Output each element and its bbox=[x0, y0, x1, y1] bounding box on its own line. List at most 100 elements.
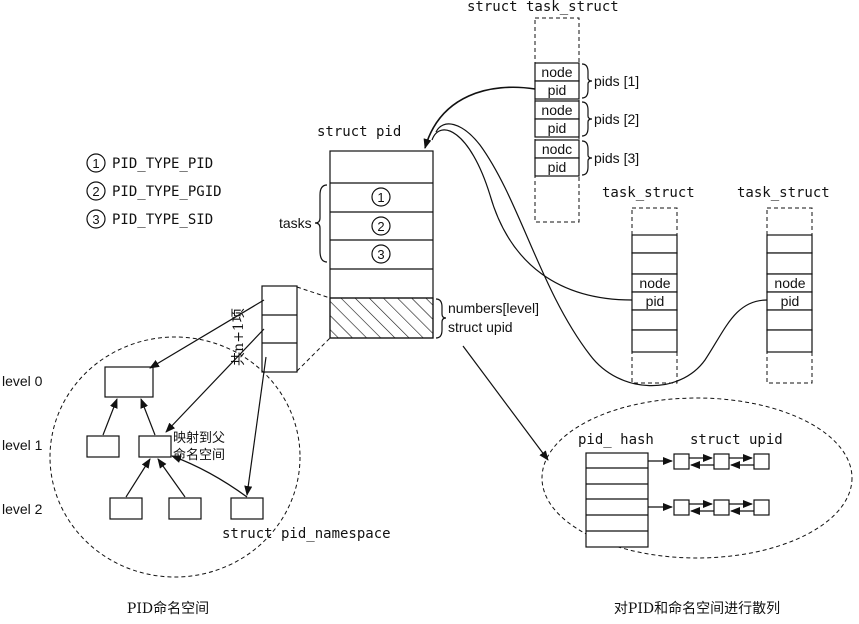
legend-3-num: 3 bbox=[92, 212, 99, 227]
pid-hash-label: pid_ hash bbox=[578, 432, 654, 448]
hash-upid-label: struct upid bbox=[690, 432, 783, 448]
hash-table bbox=[585, 452, 649, 548]
legend-1-text: PID_TYPE_PID bbox=[112, 156, 213, 172]
level-1-label: level 1 bbox=[2, 437, 43, 453]
legend: 1 2 3 PID_TYPE_PID PID_TYPE_PGID PID_TYP… bbox=[86, 153, 222, 229]
task-b-cell bbox=[766, 234, 813, 254]
task-pid-1-label: pid bbox=[548, 82, 567, 98]
task-struct-title: struct task_struct bbox=[467, 0, 619, 15]
namespace-ellipse bbox=[49, 336, 301, 578]
map-parent-label-2: 命名空间 bbox=[173, 447, 225, 463]
pids-3-label: pids [3] bbox=[594, 150, 639, 166]
ns-array-box bbox=[261, 285, 298, 373]
pids-2-label: pids [2] bbox=[594, 111, 639, 127]
legend-1-circle bbox=[86, 153, 106, 173]
numbers-level-label: numbers[level] bbox=[448, 300, 539, 316]
tasks-label: tasks bbox=[279, 215, 312, 231]
namespace-array: 共n+1项 bbox=[231, 285, 331, 373]
ns-array-zoom-bottom bbox=[296, 337, 331, 372]
task-a-cell bbox=[631, 252, 678, 275]
ns-level2-node-b bbox=[168, 497, 202, 520]
caption-right: 对PID和命名空间进行散列 bbox=[614, 600, 780, 617]
struct-pid: struct pid 1 2 3 tasks numbers[level] st… bbox=[279, 124, 539, 339]
level-2-label: level 2 bbox=[2, 501, 43, 517]
task-pid-3-label: pid bbox=[548, 159, 567, 175]
map-parent-label-1: 映射到父 bbox=[173, 430, 225, 446]
tree-arrow bbox=[171, 455, 248, 498]
task-pid-3 bbox=[534, 157, 580, 177]
task-struct-b-title: task_struct bbox=[737, 185, 830, 201]
legend-3-circle bbox=[86, 209, 106, 229]
legend-2-circle bbox=[86, 181, 106, 201]
pid-hash-area: pid_ hash struct upid bbox=[462, 345, 853, 559]
slot-2-circle bbox=[371, 216, 391, 236]
task-node-1-label: node bbox=[541, 64, 572, 80]
task-a-node-label: node bbox=[639, 275, 670, 291]
upid-hatched-area bbox=[329, 297, 434, 339]
task-node-2-label: node bbox=[541, 102, 572, 118]
hash-chain-node bbox=[673, 453, 690, 470]
legend-2-text: PID_TYPE_PGID bbox=[112, 184, 222, 200]
ns-array-to-level2-arrow bbox=[244, 356, 267, 496]
tree-arrow bbox=[125, 458, 151, 498]
ns-array-to-level0-arrow bbox=[149, 299, 265, 369]
upid-to-hash-arrow bbox=[462, 345, 549, 461]
ns-array-zoom-top bbox=[296, 286, 331, 299]
task-a-cell bbox=[631, 329, 678, 353]
ns-level2-node-c bbox=[230, 497, 264, 520]
task-b-cell bbox=[766, 252, 813, 275]
pid-namespace-tree: level 0 level 1 level 2 映射到父 命名空间 struct… bbox=[2, 299, 391, 578]
task-a-pid-label: pid bbox=[646, 293, 665, 309]
ns-level2-node-a bbox=[109, 497, 143, 520]
hash-chain-node bbox=[753, 453, 770, 470]
ns-level1-node-a bbox=[86, 435, 120, 458]
ns-level1-node-b bbox=[138, 435, 172, 458]
slot-3-circle bbox=[371, 244, 391, 264]
ns-array-to-level1-arrow bbox=[165, 328, 265, 433]
hash-chain-node bbox=[713, 453, 730, 470]
pids-2-brace bbox=[581, 101, 593, 137]
tasks-brace bbox=[314, 184, 328, 263]
struct-pid-title: struct pid bbox=[317, 124, 401, 140]
task-pid-1 bbox=[534, 80, 580, 100]
task-b-cell bbox=[766, 329, 813, 353]
legend-1-num: 1 bbox=[92, 156, 99, 171]
hash-chain-node bbox=[713, 499, 730, 516]
slot-2-label: 2 bbox=[377, 219, 384, 234]
task-node-3-label: nodc bbox=[542, 141, 572, 157]
task-a-pid-link bbox=[431, 129, 633, 301]
hash-chain-node bbox=[673, 499, 690, 516]
count-label: 共n+1项 bbox=[231, 308, 247, 366]
pids-1-brace bbox=[581, 63, 593, 99]
ns-level0-node bbox=[104, 366, 154, 398]
pid-namespace-label: struct pid_namespace bbox=[222, 526, 391, 542]
struct-upid-label: struct upid bbox=[448, 319, 513, 335]
task-b-node-label: node bbox=[774, 275, 805, 291]
level-0-label: level 0 bbox=[2, 373, 43, 389]
pids-3-brace bbox=[581, 140, 593, 176]
task-pid-2-label: pid bbox=[548, 120, 567, 136]
numbers-brace bbox=[435, 298, 447, 339]
task-pid-to-struct-pid-arrow bbox=[423, 86, 536, 149]
task-a-cell bbox=[631, 309, 678, 331]
caption-left: PID命名空间 bbox=[127, 600, 209, 617]
tree-arrow bbox=[140, 398, 156, 436]
hash-chain-node bbox=[753, 499, 770, 516]
task-struct-main: struct task_struct node pid node pid nod… bbox=[467, 0, 639, 223]
tree-arrow bbox=[102, 398, 118, 436]
task-b-pid-label: pid bbox=[781, 293, 800, 309]
task-pid-2 bbox=[534, 118, 580, 138]
task-struct-b: task_struct node pid bbox=[737, 185, 830, 384]
task-b-cell bbox=[766, 309, 813, 331]
slot-3-label: 3 bbox=[377, 247, 384, 262]
task-b-pid-link bbox=[435, 123, 768, 387]
task-a-cell bbox=[631, 234, 678, 254]
slot-1-circle bbox=[371, 187, 391, 207]
pids-1-label: pids [1] bbox=[594, 73, 639, 89]
task-struct-a: task_struct node pid bbox=[602, 185, 695, 384]
task-struct-a-title: task_struct bbox=[602, 185, 695, 201]
legend-2-num: 2 bbox=[92, 184, 99, 199]
hash-ellipse bbox=[541, 397, 853, 559]
